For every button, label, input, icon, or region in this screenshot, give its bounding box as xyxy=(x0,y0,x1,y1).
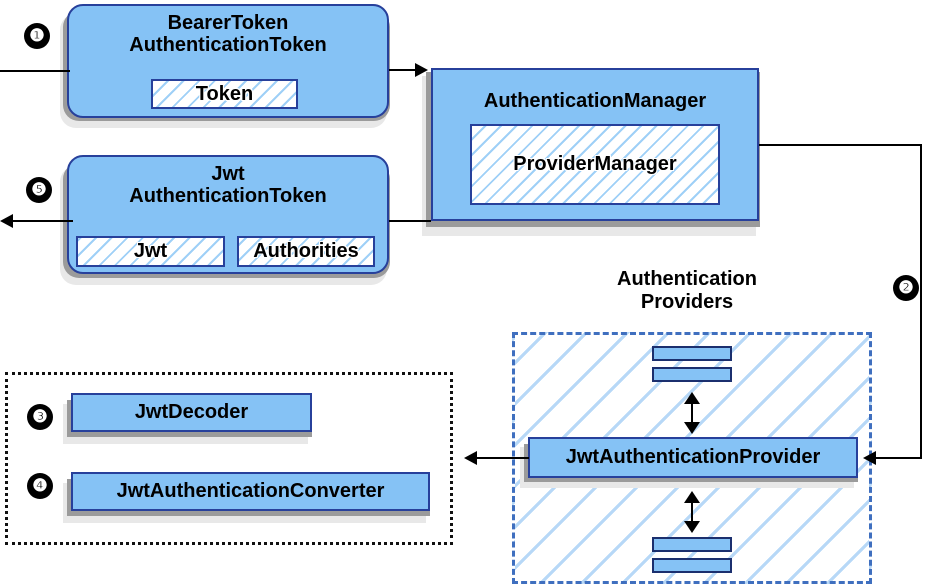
step-marker-5: ❺ xyxy=(26,177,52,203)
field-provider-manager: ProviderManager xyxy=(470,124,720,205)
node-jwt-authentication-converter[interactable]: JwtAuthenticationConverter xyxy=(71,472,430,511)
connector-manager-down xyxy=(920,144,922,459)
connector-provider-link-bottom xyxy=(691,497,693,525)
arrow-provider-link-bottom-up xyxy=(684,491,700,503)
connector-manager-to-jwt-token xyxy=(389,220,431,222)
connector-provider-to-support xyxy=(477,457,529,459)
node-jwt-decoder-title: JwtDecoder xyxy=(134,401,249,424)
provider-placeholder-bar-bottom-2 xyxy=(652,558,732,573)
connector-into-provider xyxy=(876,457,922,459)
node-jwt-authentication-token-title: Jwt AuthenticationToken xyxy=(129,163,327,208)
connector-manager-right xyxy=(759,144,922,146)
node-jwt-authentication-provider[interactable]: JwtAuthenticationProvider xyxy=(528,437,858,478)
connector-provider-link-top xyxy=(691,398,693,426)
field-token-label: Token xyxy=(195,82,254,105)
field-provider-manager-label: ProviderManager xyxy=(513,153,677,175)
provider-placeholder-bar-bottom-1 xyxy=(652,537,732,552)
arrow-provider-link-top-down xyxy=(684,422,700,434)
connector-bearer-to-manager xyxy=(389,69,420,71)
arrow-into-provider xyxy=(863,451,876,465)
jwt-support-group xyxy=(5,372,453,545)
field-token: Token xyxy=(151,79,298,109)
node-jwt-authentication-provider-title: JwtAuthenticationProvider xyxy=(565,446,821,469)
node-jwt-authentication-converter-title: JwtAuthenticationConverter xyxy=(116,480,385,503)
step-marker-4: ❹ xyxy=(27,473,53,499)
step-marker-3: ❸ xyxy=(27,404,53,430)
step-marker-1: ❶ xyxy=(24,23,50,49)
field-authorities: Authorities xyxy=(237,236,375,267)
arrow-bearer-to-manager xyxy=(415,63,428,77)
field-jwt-label: Jwt xyxy=(133,240,168,262)
arrow-provider-link-bottom-down xyxy=(684,521,700,533)
connector-request-in xyxy=(0,70,70,72)
connector-response-out xyxy=(13,220,73,222)
field-jwt: Jwt xyxy=(76,236,225,267)
arrow-response-out xyxy=(0,214,13,228)
node-bearer-token-title: BearerToken AuthenticationToken xyxy=(129,12,327,57)
node-jwt-decoder[interactable]: JwtDecoder xyxy=(71,393,312,432)
authentication-providers-label: Authentication Providers xyxy=(617,268,757,313)
arrow-provider-link-top-up xyxy=(684,392,700,404)
arrow-provider-to-support xyxy=(464,451,477,465)
provider-placeholder-bar-top-1 xyxy=(652,346,732,361)
node-authentication-manager-title: AuthenticationManager xyxy=(483,90,707,112)
field-authorities-label: Authorities xyxy=(253,240,359,262)
provider-placeholder-bar-top-2 xyxy=(652,367,732,382)
step-marker-2: ❷ xyxy=(893,275,919,301)
